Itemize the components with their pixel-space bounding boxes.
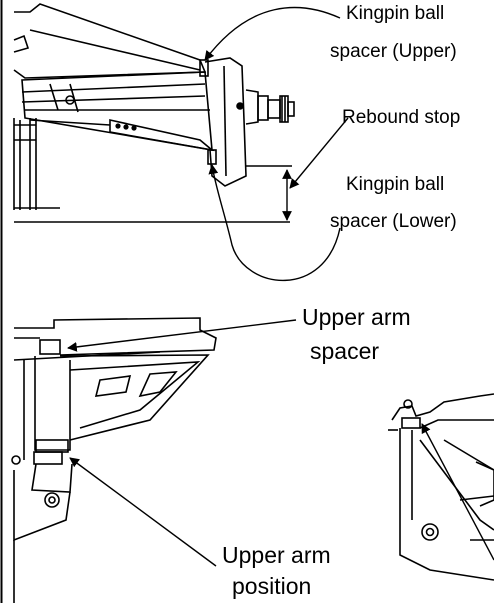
label-rebound-stop: Rebound stop: [342, 107, 461, 128]
label-upper-arm-position-line1: Upper arm: [222, 542, 331, 568]
label-kingpin-upper-line2: spacer (Upper): [330, 41, 457, 62]
kingpin-assembly-drawing: [13, 3, 295, 223]
leader-kingpin-upper: [204, 6, 341, 61]
leader-rebound-stop: [289, 117, 349, 189]
label-kingpin-lower-line1: Kingpin ball: [346, 174, 445, 195]
label-kingpin-upper-line1: Kingpin ball: [346, 3, 445, 24]
label-upper-arm-spacer-line1: Upper arm: [302, 304, 411, 330]
upper-arm-position-drawing: [388, 393, 494, 581]
label-upper-arm-spacer-line2: spacer: [310, 338, 380, 364]
label-kingpin-lower-line2: spacer (Lower): [330, 211, 457, 232]
leader-upper-arm-spacer: [67, 319, 297, 352]
leader-kingpin-lower: [208, 164, 341, 282]
leader-right-arrow: [421, 423, 494, 561]
label-upper-arm-position-line2: position: [232, 573, 312, 599]
upper-arm-drawing: [11, 317, 217, 603]
leader-upper-arm-position: [69, 457, 217, 567]
